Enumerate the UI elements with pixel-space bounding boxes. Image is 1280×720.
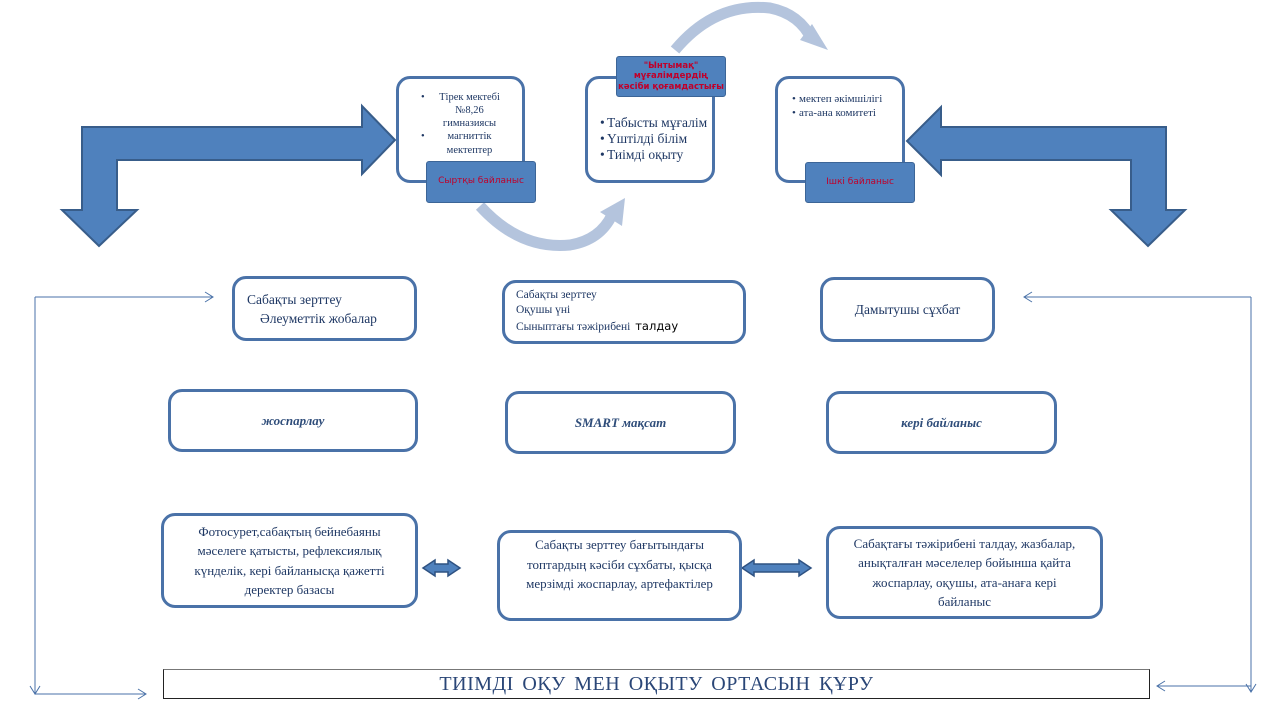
group-dialogue-text: Сабақты зерттеу бағытындағы топтардың кә… [526,537,713,591]
community-tag-text: "Ынтымақ" мұғалімдердің кәсіби қоғамдаст… [618,60,724,92]
internal-partners-list: мектеп әкімшілігі ата-ана комитеті [792,93,892,121]
community-list: Табысты мұғалім Үштілді білім Тиімді оқы… [600,115,710,164]
student-voice-line: Оқушы үні [516,304,571,316]
social-projects-line: Әлеуметтік жобалар [260,311,377,326]
goal-banner: ТИІМДІ ОҚУ МЕН ОҚЫТУ ОРТАСЫН ҚҰРУ [163,669,1150,699]
bent-arrow-right [905,104,1188,248]
lesson-study-line: Сабақты зерттеу [247,292,342,307]
external-relations-tag: Сыртқы байланыс [426,161,536,203]
external-relations-tag-text: Сыртқы байланыс [438,176,524,187]
list-item: магниттік мектептер [421,130,511,156]
evidence-database-box: Фотосурет,сабақтың бейнебаяны мәселеге қ… [161,513,418,608]
feedback-box: кері байланыс [826,391,1057,454]
practice-analysis-box: Сабақтағы тәжірибені талдау, жазбалар, а… [826,526,1103,619]
lesson-study-analysis-box: Сабақты зерттеу Оқушы үні Сыныптағы тәжі… [502,280,746,344]
curved-arrow-bottom-head [600,198,625,226]
goal-text: ТИІМДІ ОҚУ МЕН ОҚЫТУ ОРТАСЫН ҚҰРУ [439,672,874,695]
developing-dialogue-box: Дамытушы сұхбат [820,277,995,342]
list-item: Тірек мектебі №8,26 гимназиясы [421,91,511,130]
lesson-study-social-box: Сабақты зерттеу Әлеуметтік жобалар [232,276,417,341]
feedback-line-right-bottom-head [1156,680,1166,692]
list-item: Тиімді оқыту [600,147,710,163]
developing-dialogue-text: Дамытушы сұхбат [854,301,961,317]
community-tag: "Ынтымақ" мұғалімдердің кәсіби қоғамдаст… [616,56,726,97]
smart-goal-box: SMART мақсат [505,391,736,454]
curved-arrow-top-head [800,24,828,50]
group-dialogue-box: Сабақты зерттеу бағытындағы топтардың кә… [497,530,742,621]
curved-arrow-top [670,1,817,54]
practice-analysis-text: Сабақтағы тәжірибені талдау, жазбалар, а… [853,535,1076,610]
list-item: ата-ана комитеті [792,107,892,121]
smart-goal-text: SMART мақсат [574,414,667,430]
evidence-database-text: Фотосурет,сабақтың бейнебаяны мәселеге қ… [194,523,385,598]
external-partners-list: Тірек мектебі №8,26 гимназиясы магниттік… [421,91,511,157]
internal-relations-tag: Ішкі байланыс [805,162,915,203]
feedback-line-left-bottom-head [137,688,147,700]
classroom-analysis-line: Сыныптағы тәжірибені талдау [516,319,678,333]
planning-text: жоспарлау [261,412,325,428]
bent-arrow-left [59,103,397,248]
list-item: Үштілді білім [600,131,710,147]
analysis-word: талдау [635,319,679,333]
curved-arrow-bottom [475,202,617,252]
feedback-line-left-head [204,291,214,303]
double-arrow-left [421,558,462,578]
list-item: Табысты мұғалім [600,115,710,131]
classroom-practice-text: Сыныптағы тәжірибені [516,321,631,333]
double-arrow-right [740,558,813,578]
feedback-text: кері байланыс [901,414,982,430]
lesson-study-line: Сабақты зерттеу [516,289,597,301]
list-item: мектеп әкімшілігі [792,93,892,107]
internal-relations-tag-text: Ішкі байланыс [826,176,894,187]
planning-box: жоспарлау [168,389,418,452]
feedback-line-right-head [1023,291,1033,303]
feedback-line-right-vertical-head [1245,683,1257,693]
